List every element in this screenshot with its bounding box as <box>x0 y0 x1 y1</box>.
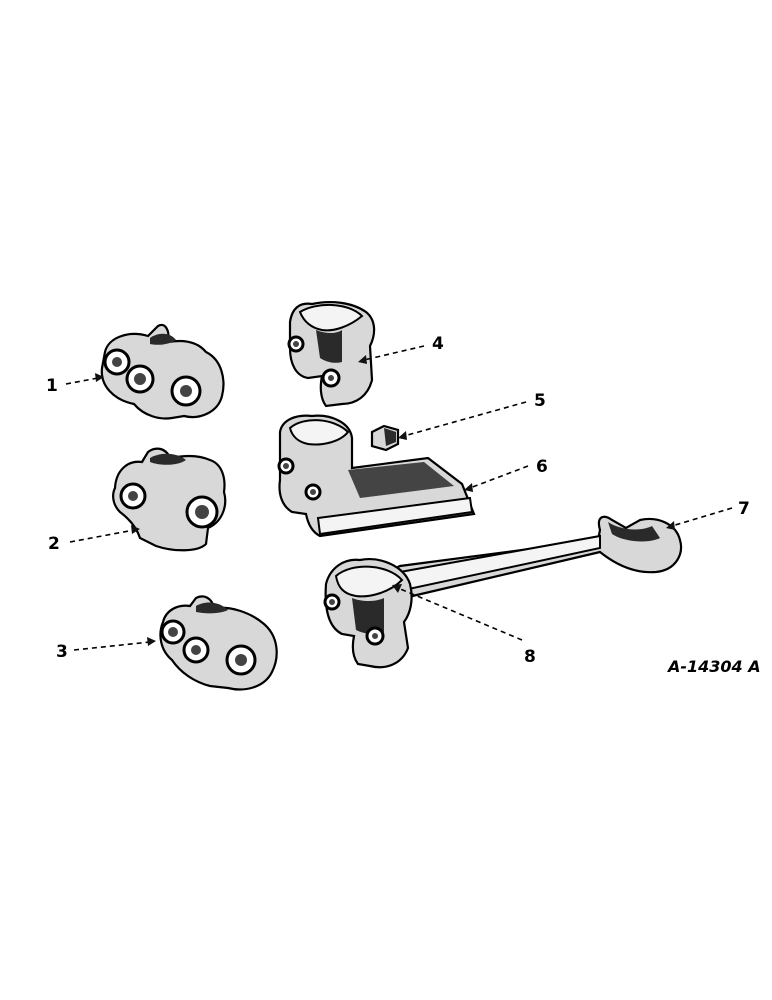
callout-8: 8 <box>524 647 536 667</box>
callout-4: 4 <box>432 334 444 354</box>
part-1-bearing-cap <box>100 323 225 420</box>
callout-6: 6 <box>536 457 548 477</box>
part-6-bracket <box>277 414 476 538</box>
callout-3: 3 <box>56 642 68 662</box>
callout-labels: 1 2 3 4 5 6 7 8 <box>46 334 750 667</box>
part-8-rod-end <box>323 558 413 669</box>
callout-7: 7 <box>738 499 750 519</box>
part-2-bearing-cap <box>112 447 227 552</box>
callout-5: 5 <box>534 391 546 411</box>
callout-2: 2 <box>48 534 60 554</box>
leader-lines <box>65 345 733 651</box>
callout-1: 1 <box>46 376 58 396</box>
reference-code: A-14304 A <box>666 657 761 676</box>
part-7-connecting-rod <box>378 515 683 600</box>
part-4-bearing-half <box>287 301 376 408</box>
part-3-bearing-cap <box>159 595 278 691</box>
part-5-fitting <box>370 424 400 452</box>
